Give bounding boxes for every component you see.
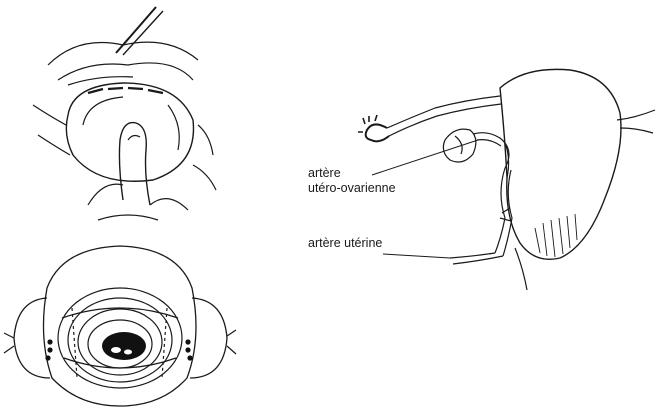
label-utero-ovarian-line2: utéro-ovarienne	[308, 181, 396, 196]
label-utero-ovarian-line1: artère	[308, 166, 396, 181]
label-uterine-artery: artère utérine	[308, 236, 382, 251]
label-utero-ovarian-artery: artère utéro-ovarienne	[308, 166, 396, 196]
